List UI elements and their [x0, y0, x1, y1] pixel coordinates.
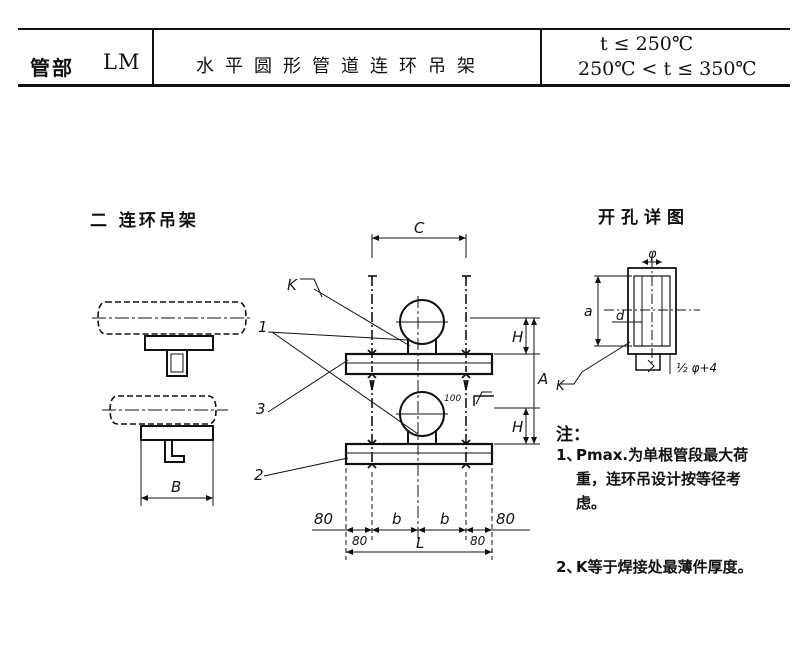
header-dept: 管部 [30, 56, 74, 80]
note-item-2: 2、 K等于焊接处最薄件厚度。 [556, 555, 766, 579]
detail-title: 开孔详图 [598, 208, 690, 228]
label-detail-a: a [584, 304, 593, 320]
note-number: 2、 [556, 558, 582, 576]
label-c: C [414, 219, 425, 237]
header-bottom-rule [18, 84, 790, 87]
label-80-right-bottom: 80 [470, 534, 486, 548]
notes-title: 注： [556, 425, 590, 445]
header-top-rule [18, 28, 790, 30]
label-80-left-top: 80 [314, 510, 333, 528]
label-detail-fraction: ½ φ+4 [676, 361, 717, 375]
header-temp-range-1: t ≤ 250℃ [600, 33, 694, 55]
label-h-upper: H [512, 328, 523, 346]
label-detail-d: d [616, 309, 625, 324]
label-part-3: 3 [256, 400, 266, 418]
section-title: 二 连环吊架 [90, 211, 199, 231]
label-l: L [416, 534, 424, 552]
hole-detail [560, 258, 700, 385]
header-code: LM [103, 50, 141, 74]
side-view-upper [92, 301, 252, 377]
header-title: 水平圆形管道连环吊架 [196, 56, 486, 77]
label-80-left-bottom: 80 [352, 534, 368, 548]
label-k: K [287, 276, 298, 294]
label-detail-phi: φ [648, 247, 657, 262]
label-detail-k: K [556, 379, 566, 394]
front-view [263, 234, 540, 560]
note-text: Pmax.为单根管段最大荷重，连环吊设计按等径考虑。 [576, 446, 749, 512]
label-b-cap: B [171, 478, 181, 496]
label-part-1: 1 [258, 318, 268, 336]
header-divider-1 [152, 28, 154, 86]
label-part-2: 2 [254, 466, 264, 484]
label-h-lower: H [512, 418, 523, 436]
side-view-lower [102, 395, 228, 506]
label-80-right-top: 80 [496, 510, 515, 528]
header-temp-range-2: 250℃ < t ≤ 350℃ [578, 58, 757, 80]
label-radius: 100 [444, 394, 461, 404]
label-a: A [537, 370, 548, 388]
header-divider-2 [540, 28, 542, 86]
label-b-right: b [440, 510, 450, 528]
note-number: 1、 [556, 446, 582, 464]
note-item-1: 1、 Pmax.为单根管段最大荷重，连环吊设计按等径考虑。 [556, 443, 756, 515]
note-text: K等于焊接处最薄件厚度。 [576, 558, 753, 576]
label-b-left: b [392, 510, 402, 528]
